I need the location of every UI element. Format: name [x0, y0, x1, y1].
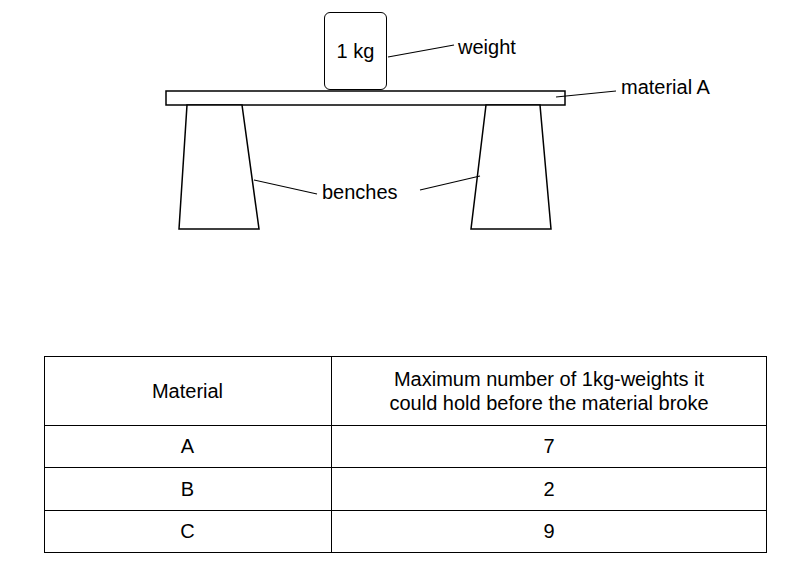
leader-line — [420, 176, 480, 190]
table-header-box: Maximum number of 1kg-weights it could h… — [331, 356, 767, 425]
callout-label-box: weight — [458, 32, 568, 62]
table-cell-box: 7 — [331, 425, 767, 467]
table-header: Maximum number of 1kg-weights it could h… — [377, 367, 722, 415]
table-header: Material — [152, 379, 223, 403]
callout-label: weight — [458, 35, 516, 59]
weight-block: 1 kg — [324, 12, 387, 90]
material-plank — [166, 91, 565, 105]
table-cell-box: 9 — [331, 510, 767, 552]
table-cell: C — [180, 519, 194, 543]
table-grid — [45, 357, 767, 553]
callout-label: benches — [322, 180, 398, 204]
leader-line — [556, 91, 616, 97]
leader-line — [388, 45, 454, 57]
weight-label: 1 kg — [337, 39, 375, 63]
table-header-box: Material — [44, 356, 331, 425]
table-cell: 7 — [543, 434, 554, 458]
bench — [179, 105, 259, 229]
table-cell: 2 — [543, 477, 554, 501]
table-cell-box: 2 — [331, 467, 767, 510]
table-cell: A — [181, 434, 194, 458]
table-cell-box: B — [44, 467, 331, 510]
table-cell: B — [181, 477, 194, 501]
table-cell-box: A — [44, 425, 331, 467]
callout-label: material A — [621, 75, 710, 99]
callout-label-box: material A — [621, 72, 771, 102]
callout-label-box: benches — [322, 177, 422, 207]
table-cell-box: C — [44, 510, 331, 552]
table-cell: 9 — [543, 519, 554, 543]
bench — [471, 105, 551, 229]
leader-line — [254, 180, 317, 194]
